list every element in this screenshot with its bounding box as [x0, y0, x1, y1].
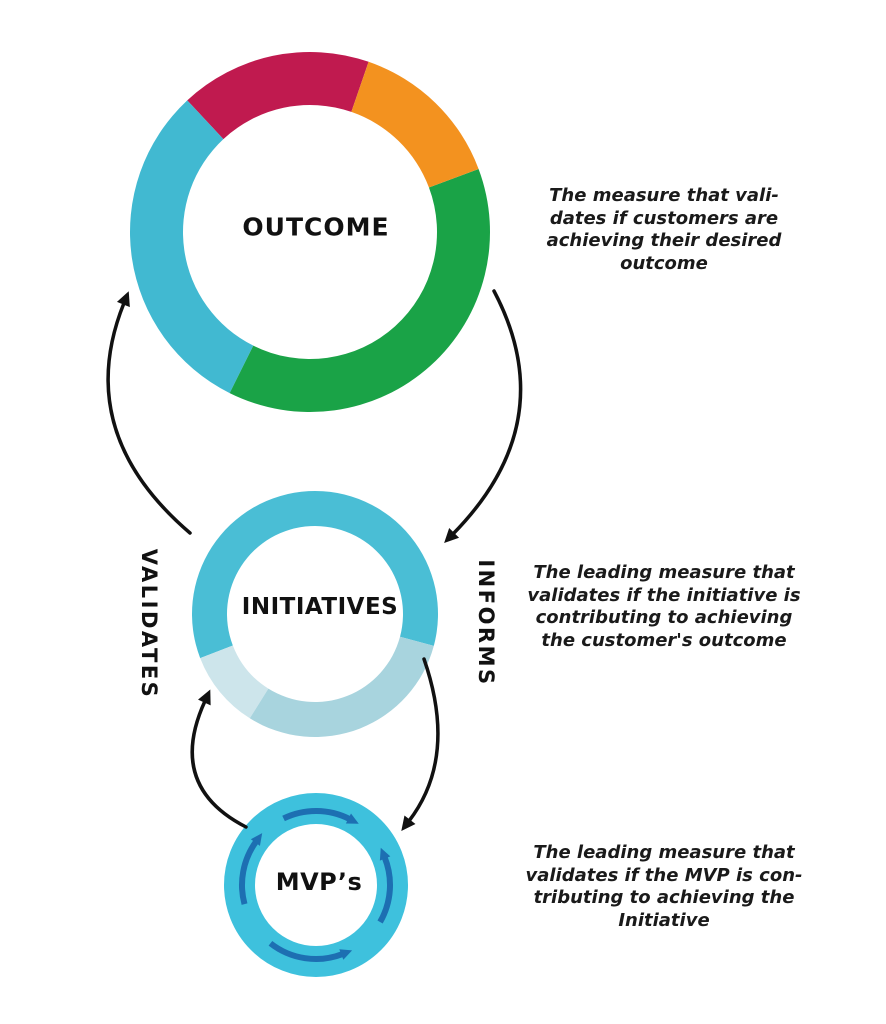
mvp-cycle-arrow-bottom-icon	[268, 940, 353, 962]
initiatives-ring-segment	[249, 636, 434, 737]
outcome-description: The measure that vali- dates if customer…	[546, 185, 782, 274]
informs-arrow-mvp-icon	[401, 657, 440, 832]
informs-arrow-initiatives-icon	[444, 289, 523, 544]
validates-arrow-initiatives-icon	[190, 689, 248, 829]
initiatives-ring-segment	[200, 645, 269, 719]
outcome-ring-segment	[229, 168, 490, 412]
validates-label: VALIDATES	[137, 548, 161, 700]
outcome-ring-segment	[351, 61, 479, 188]
outcome-ring-segment	[130, 100, 254, 394]
initiatives-ring-segment	[192, 490, 438, 659]
mvp-ring-label: MVP’s	[275, 868, 363, 896]
mvp-cycle-arrow-top-icon	[282, 808, 359, 824]
mvp-cycle-arrow-left-icon	[239, 833, 263, 905]
initiatives-description: The leading measure that validates if th…	[527, 562, 801, 651]
initiatives-ring	[192, 490, 438, 737]
initiatives-ring-label: INITIATIVES	[241, 594, 399, 620]
mvp-description: The leading measure that validates if th…	[525, 842, 803, 931]
outcome-ring	[130, 52, 490, 412]
validates-arrow-outcome-icon	[106, 291, 192, 535]
mvp-cycle-arrow-right-icon	[377, 847, 393, 924]
outcome-ring-segment	[187, 52, 369, 140]
mvp-ring	[224, 793, 408, 977]
outcome-ring-label: OUTCOME	[242, 212, 390, 242]
